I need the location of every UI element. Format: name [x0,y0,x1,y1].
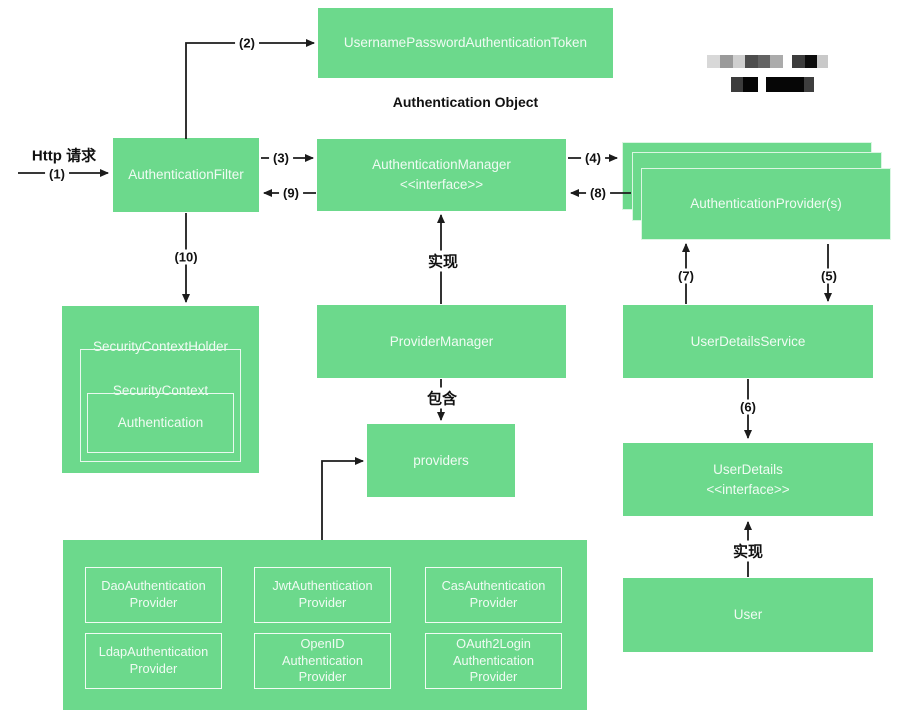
node-username-password-authentication-token: UsernamePasswordAuthenticationToken [318,8,613,78]
node-user-details-service: UserDetailsService [623,305,873,378]
watermark-block [770,55,783,68]
edge-label-9: (9) [279,185,303,201]
edge-label-7: (7) [674,268,698,284]
edge-label-2: (2) [235,35,259,51]
watermark-block [745,55,758,68]
edge-label-8: (8) [586,185,610,201]
watermark-block [805,55,817,68]
node-dao-authentication-provider: DaoAuthentication Provider [85,567,222,623]
node-provider-implementations-container: DaoAuthentication Provider JwtAuthentica… [63,540,587,710]
watermark-block [733,55,745,68]
authentication-object-caption: Authentication Object [392,94,539,110]
node-jwt-authentication-provider: JwtAuthentication Provider [254,567,391,623]
node-authentication-manager: AuthenticationManager <<interface>> [317,139,566,211]
edge-label-implements-user: 实现 [729,540,767,562]
watermark-block [783,55,792,68]
watermark-block [758,55,770,68]
edge-label-implements-manager: 实现 [424,250,462,272]
watermark-block [707,55,720,68]
node-cas-authentication-provider: CasAuthentication Provider [425,567,562,623]
watermark-block [817,55,828,68]
watermark-redacted-row [707,55,828,68]
node-user: User [623,578,873,652]
node-openid-authentication-provider: OpenID Authentication Provider [254,633,391,689]
security-context-label: SecurityContext [112,382,209,398]
watermark-block [766,77,804,92]
node-providers: providers [367,424,515,497]
watermark-block [731,77,743,92]
node-authentication-filter: AuthenticationFilter [113,138,259,212]
node-user-details: UserDetails <<interface>> [623,443,873,516]
edge-label-4: (4) [581,150,605,166]
watermark-block [720,55,733,68]
edge-label-10: (10) [170,249,202,265]
node-oauth2-login-authentication-provider: OAuth2Login Authentication Provider [425,633,562,689]
node-security-context-holder: SecurityContextHolder SecurityContext Au… [62,306,259,473]
node-authentication-providers: AuthenticationProvider(s) [641,168,891,240]
node-authentication: Authentication [87,393,234,453]
edge-label-3: (3) [269,150,293,166]
node-security-context: SecurityContext Authentication [80,349,241,462]
http-request-label: Http 请求 [28,144,100,166]
edge-label-contains: 包含 [423,387,461,409]
watermark-block [792,55,805,68]
node-ldap-authentication-provider: LdapAuthentication Provider [85,633,222,689]
edge-2-filter-to-token [185,39,315,139]
edge-grid-to-providers [321,457,364,540]
watermark-block [758,77,766,92]
node-provider-manager: ProviderManager [317,305,566,378]
edge-label-6: (6) [736,399,760,415]
security-context-holder-label: SecurityContextHolder [92,338,229,354]
watermark-redacted-row [731,77,814,92]
watermark-block [804,77,814,92]
watermark-block [743,77,758,92]
authentication-label: Authentication [117,415,204,431]
edge-label-5: (5) [817,268,841,284]
edge-label-1: (1) [45,166,69,182]
